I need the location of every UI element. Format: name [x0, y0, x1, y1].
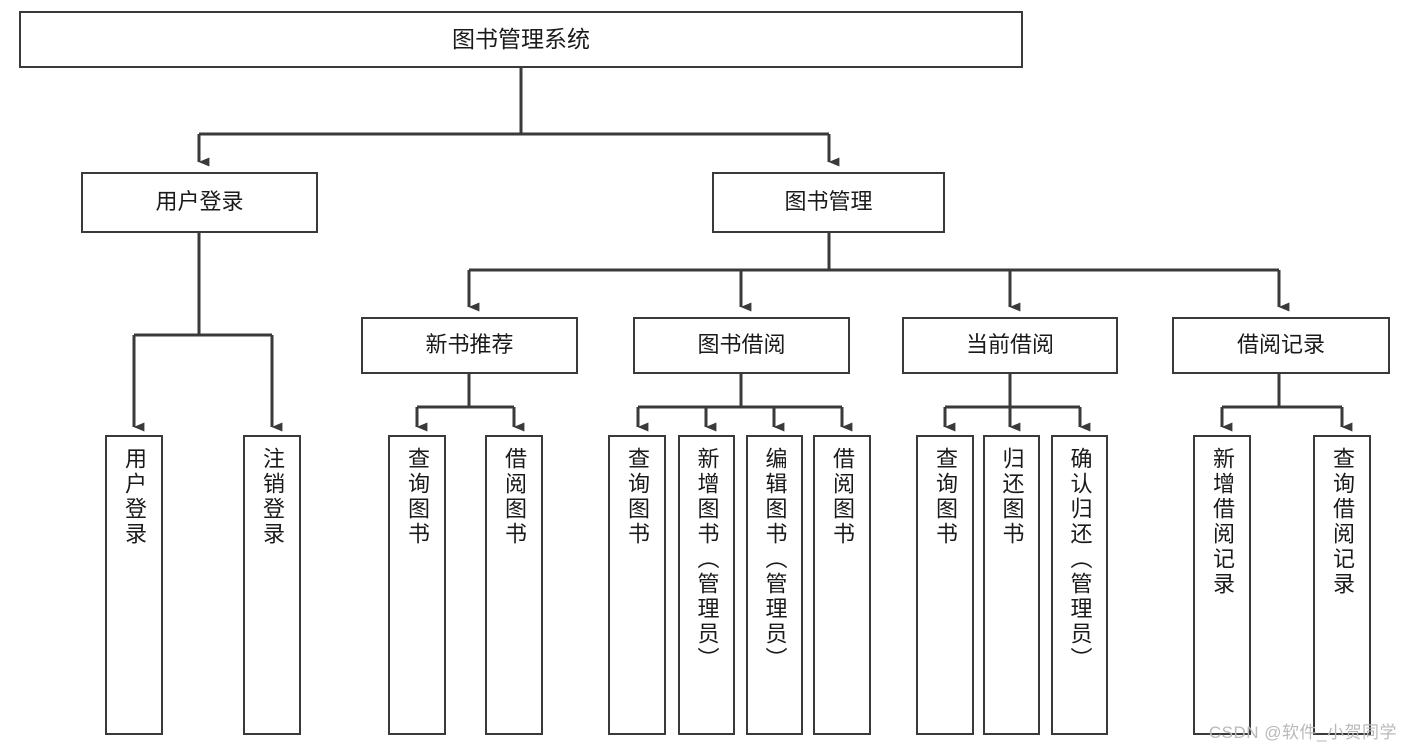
node-leaf-query-borrow-record[interactable]: 查询借阅记录 [1313, 435, 1371, 735]
node-leaf-borrow-book-1[interactable]: 借阅图书 [485, 435, 543, 735]
node-leaf-query-book-3-label: 查询图书 [933, 447, 958, 547]
node-leaf-logout-login[interactable]: 注销登录 [243, 435, 301, 735]
node-leaf-user-login-label: 用户登录 [122, 447, 147, 547]
node-book-manage[interactable]: 图书管理 [712, 172, 945, 233]
node-borrow-record-label: 借阅记录 [1236, 332, 1325, 358]
node-leaf-user-login[interactable]: 用户登录 [105, 435, 163, 735]
node-leaf-edit-book-admin-label: 编辑图书（管理员） [762, 447, 788, 672]
node-leaf-add-book-admin-label: 新增图书（管理员） [694, 447, 720, 672]
node-leaf-return-book-label: 归还图书 [999, 447, 1025, 547]
node-current-borrow-label: 当前借阅 [965, 332, 1054, 358]
node-leaf-query-book-2-label: 查询图书 [625, 447, 650, 547]
node-current-borrow[interactable]: 当前借阅 [902, 317, 1118, 374]
node-root[interactable]: 图书管理系统 [19, 11, 1023, 68]
node-new-book-recommend[interactable]: 新书推荐 [361, 317, 578, 374]
node-leaf-query-borrow-record-label: 查询借阅记录 [1330, 447, 1355, 597]
node-leaf-query-book-1-label: 查询图书 [405, 447, 430, 547]
node-user-login[interactable]: 用户登录 [81, 172, 318, 233]
node-leaf-return-book[interactable]: 归还图书 [983, 435, 1040, 735]
node-leaf-query-book-2[interactable]: 查询图书 [608, 435, 666, 735]
node-book-borrow[interactable]: 图书借阅 [633, 317, 850, 374]
csdn-watermark: CSDN @软件_小贺同学 [1208, 723, 1397, 742]
node-leaf-confirm-return-admin-label: 确认归还（管理员） [1067, 447, 1093, 672]
node-leaf-add-borrow-record[interactable]: 新增借阅记录 [1193, 435, 1251, 735]
node-user-login-label: 用户登录 [155, 189, 244, 215]
node-leaf-borrow-book-2-label: 借阅图书 [830, 447, 855, 547]
node-new-book-recommend-label: 新书推荐 [425, 332, 514, 358]
node-leaf-add-borrow-record-label: 新增借阅记录 [1210, 447, 1235, 597]
node-leaf-edit-book-admin[interactable]: 编辑图书（管理员） [746, 435, 803, 735]
node-book-borrow-label: 图书借阅 [697, 332, 786, 358]
node-leaf-borrow-book-2[interactable]: 借阅图书 [813, 435, 871, 735]
node-leaf-query-book-1[interactable]: 查询图书 [388, 435, 446, 735]
node-leaf-add-book-admin[interactable]: 新增图书（管理员） [678, 435, 735, 735]
node-root-label: 图书管理系统 [452, 25, 590, 52]
node-leaf-confirm-return-admin[interactable]: 确认归还（管理员） [1051, 435, 1108, 735]
node-leaf-query-book-3[interactable]: 查询图书 [916, 435, 974, 735]
node-leaf-logout-login-label: 注销登录 [260, 447, 285, 547]
node-leaf-borrow-book-1-label: 借阅图书 [502, 447, 527, 547]
node-borrow-record[interactable]: 借阅记录 [1172, 317, 1390, 374]
node-book-manage-label: 图书管理 [784, 189, 873, 215]
